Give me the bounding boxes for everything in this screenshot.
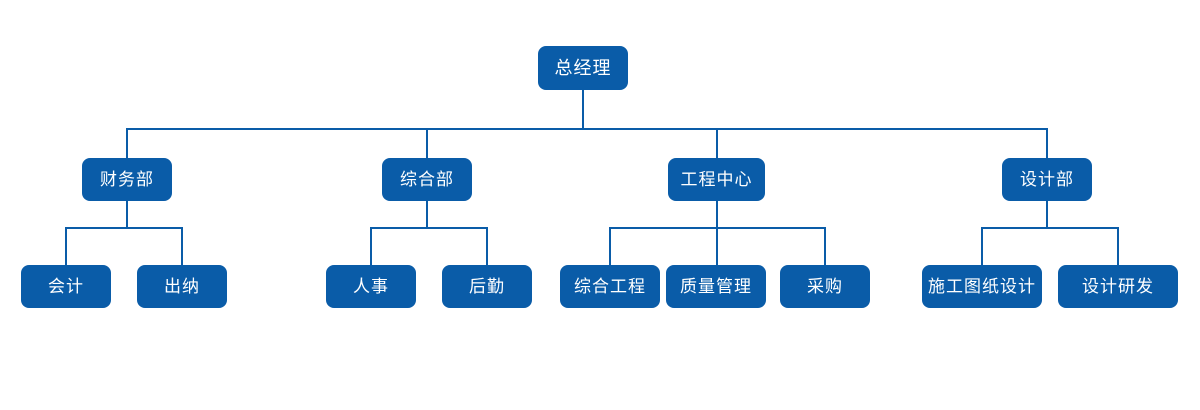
- connector-branch-stem-2: [716, 201, 718, 227]
- node-label: 总经理: [554, 58, 612, 78]
- node-label: 后勤: [469, 277, 505, 296]
- org-node-team-1[interactable]: 出纳: [137, 265, 227, 308]
- connector-branch-bus-3: [981, 227, 1118, 229]
- org-node-team-0[interactable]: 会计: [21, 265, 111, 308]
- connector-branch-drop-3-0: [981, 227, 983, 265]
- node-label: 设计部: [1020, 170, 1074, 189]
- node-label: 施工图纸设计: [928, 277, 1036, 296]
- connector-level2-drop-1: [426, 128, 428, 158]
- org-node-department-3[interactable]: 设计部: [1002, 158, 1092, 201]
- org-node-team-6[interactable]: 采购: [780, 265, 870, 308]
- connector-level1-bus: [126, 128, 1047, 130]
- org-node-team-4[interactable]: 综合工程: [560, 265, 660, 308]
- connector-root-stem: [582, 90, 584, 128]
- connector-level2-drop-0: [126, 128, 128, 158]
- node-label: 出纳: [164, 277, 200, 296]
- node-label: 综合部: [400, 170, 454, 189]
- org-node-department-0[interactable]: 财务部: [82, 158, 172, 201]
- connector-branch-drop-3-1: [1117, 227, 1119, 265]
- connector-branch-drop-2-1: [716, 227, 718, 265]
- org-node-root[interactable]: 总经理: [538, 46, 628, 90]
- node-label: 人事: [353, 277, 389, 296]
- connector-branch-bus-0: [65, 227, 183, 229]
- org-node-department-1[interactable]: 综合部: [382, 158, 472, 201]
- connector-branch-drop-2-2: [824, 227, 826, 265]
- org-node-team-7[interactable]: 施工图纸设计: [922, 265, 1042, 308]
- org-node-team-3[interactable]: 后勤: [442, 265, 532, 308]
- org-node-team-8[interactable]: 设计研发: [1058, 265, 1178, 308]
- connector-branch-drop-1-1: [486, 227, 488, 265]
- org-node-team-2[interactable]: 人事: [326, 265, 416, 308]
- connector-level2-drop-2: [716, 128, 718, 158]
- node-label: 设计研发: [1082, 277, 1154, 296]
- node-label: 会计: [48, 277, 84, 296]
- connector-branch-stem-1: [426, 201, 428, 227]
- connector-branch-drop-1-0: [370, 227, 372, 265]
- connector-branch-drop-0-0: [65, 227, 67, 265]
- connector-branch-bus-1: [370, 227, 487, 229]
- node-label: 财务部: [100, 170, 154, 189]
- connector-level2-drop-3: [1046, 128, 1048, 158]
- connector-branch-stem-0: [126, 201, 128, 227]
- node-label: 综合工程: [574, 277, 646, 296]
- connector-branch-drop-2-0: [609, 227, 611, 265]
- node-label: 质量管理: [680, 277, 752, 296]
- node-label: 工程中心: [680, 170, 753, 189]
- connector-branch-stem-3: [1046, 201, 1048, 227]
- org-node-team-5[interactable]: 质量管理: [666, 265, 766, 308]
- connector-branch-drop-0-1: [181, 227, 183, 265]
- org-node-department-2[interactable]: 工程中心: [668, 158, 765, 201]
- node-label: 采购: [807, 277, 843, 296]
